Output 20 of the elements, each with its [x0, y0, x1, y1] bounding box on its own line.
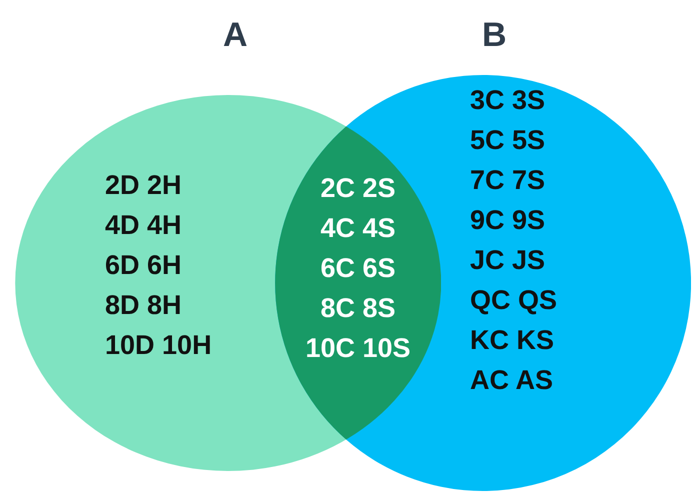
card-pair-text: 7C 7S: [470, 164, 546, 197]
card-pair-text: KC KS: [470, 324, 554, 357]
card-pair-text: AC AS: [470, 364, 554, 397]
set-label: B: [482, 15, 507, 55]
card-pair-text: 10C 10S: [305, 332, 411, 365]
card-pair-text: 8D 8H: [105, 289, 182, 322]
card-pair-text: 9C 9S: [470, 204, 546, 237]
card-pair-text: 2C 2S: [320, 172, 396, 205]
card-pair-text: QC QS: [470, 284, 558, 317]
card-pair-text: 6D 6H: [105, 249, 182, 282]
set-label: A: [223, 15, 248, 55]
card-pair-text: 2D 2H: [105, 169, 182, 202]
card-pair-text: JC JS: [470, 244, 546, 277]
card-pair-text: 8C 8S: [320, 292, 396, 325]
card-pair-text: 4D 4H: [105, 209, 182, 242]
card-pair-text: 5C 5S: [470, 124, 546, 157]
card-pair-text: 6C 6S: [320, 252, 396, 285]
card-pair-text: 10D 10H: [105, 329, 212, 362]
card-pair-text: 4C 4S: [320, 212, 396, 245]
card-pair-text: 3C 3S: [470, 84, 546, 117]
